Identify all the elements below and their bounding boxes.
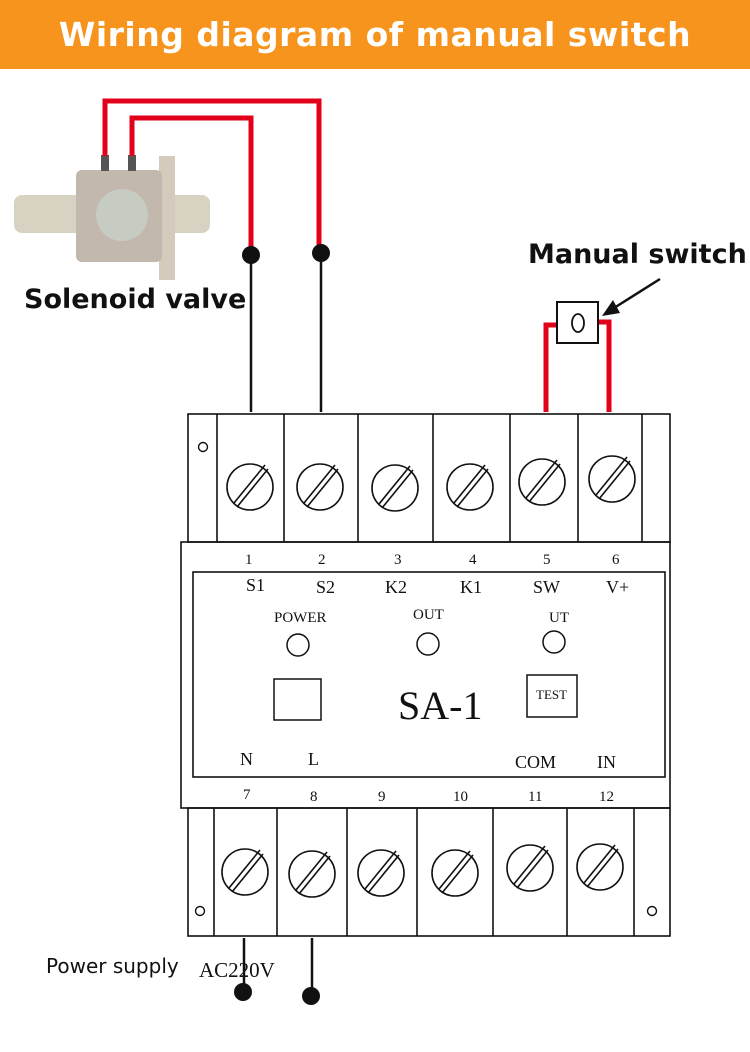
junction-dots <box>234 244 330 1005</box>
terminal-name: S2 <box>316 577 335 597</box>
ac220v-label: AC220V <box>199 958 275 982</box>
terminal-number: 1 <box>245 552 253 568</box>
solenoid-valve-icon <box>14 155 210 280</box>
terminal-name: IN <box>597 752 616 772</box>
wires <box>102 98 612 412</box>
screw-terminal-icon <box>518 458 566 506</box>
manual-switch-label: Manual switch <box>528 239 747 270</box>
junction-dot <box>242 246 260 264</box>
page-title: Wiring diagram of manual switch <box>58 15 692 54</box>
arrow-icon <box>602 277 661 316</box>
labels: Solenoid valve Manual switch Power suppl… <box>24 239 747 982</box>
terminal-name: SW <box>533 577 560 597</box>
screw-terminal-icon <box>357 849 405 897</box>
manual-switch-icon <box>556 301 599 344</box>
led-indicator-icon <box>286 633 310 657</box>
terminal-number: 4 <box>469 552 477 568</box>
mount-hole-icon <box>194 441 658 917</box>
screw-terminal-icon <box>576 843 624 891</box>
terminal-number: 11 <box>528 789 542 805</box>
junction-dot <box>302 987 320 1005</box>
power-supply-label: Power supply <box>46 954 179 978</box>
terminal-number: 2 <box>318 552 326 568</box>
screw-terminal-icon <box>506 844 554 892</box>
screw-terminal-icon <box>296 463 344 511</box>
screw-terminal-icon <box>221 848 269 896</box>
screw-terminal-icon <box>588 455 636 503</box>
lead-lines <box>242 253 323 996</box>
terminal-number: 5 <box>543 552 551 568</box>
terminal-name: COM <box>515 752 556 772</box>
junction-dot <box>234 983 252 1001</box>
terminal-name: K1 <box>460 577 482 597</box>
model-label: SA-1 <box>398 683 482 728</box>
power-button <box>273 678 322 721</box>
valve-wire-outer <box>102 98 322 253</box>
terminal-number: 8 <box>310 789 318 805</box>
switch-wire-left <box>543 322 557 412</box>
junction-dot <box>312 244 330 262</box>
terminal-number: 7 <box>243 787 251 803</box>
solenoid-valve-label: Solenoid valve <box>24 284 246 315</box>
screw-terminal-icon <box>371 464 419 512</box>
test-button <box>526 674 578 718</box>
power-label: POWER <box>274 610 327 626</box>
top-screws <box>226 455 636 512</box>
test-label: TEST <box>536 687 567 702</box>
terminal-name: K2 <box>385 577 407 597</box>
terminal-name: L <box>308 749 319 769</box>
terminal-number: 12 <box>599 789 614 805</box>
header-banner: Wiring diagram of manual switch <box>0 0 750 69</box>
terminal-number: 3 <box>394 552 402 568</box>
terminal-name: N <box>240 749 253 769</box>
screw-terminal-icon <box>226 463 274 511</box>
screw-terminal-icon <box>431 849 479 897</box>
terminal-name: S1 <box>246 575 265 595</box>
ut-label: UT <box>549 610 569 626</box>
led-indicator-icon <box>542 630 566 654</box>
terminal-number: 6 <box>612 552 620 568</box>
terminal-number: 10 <box>453 789 468 805</box>
bottom-screws <box>221 843 624 898</box>
screw-terminal-icon <box>446 463 494 511</box>
led-indicator-icon <box>416 632 440 656</box>
out-label: OUT <box>413 607 444 623</box>
device-body <box>180 413 671 937</box>
terminal-name: V+ <box>606 577 629 597</box>
valve-wire-inner <box>129 115 254 255</box>
screw-terminal-icon <box>288 850 336 898</box>
terminal-number: 9 <box>378 789 386 805</box>
front-panel <box>273 630 578 721</box>
switch-wire-right <box>598 319 612 412</box>
